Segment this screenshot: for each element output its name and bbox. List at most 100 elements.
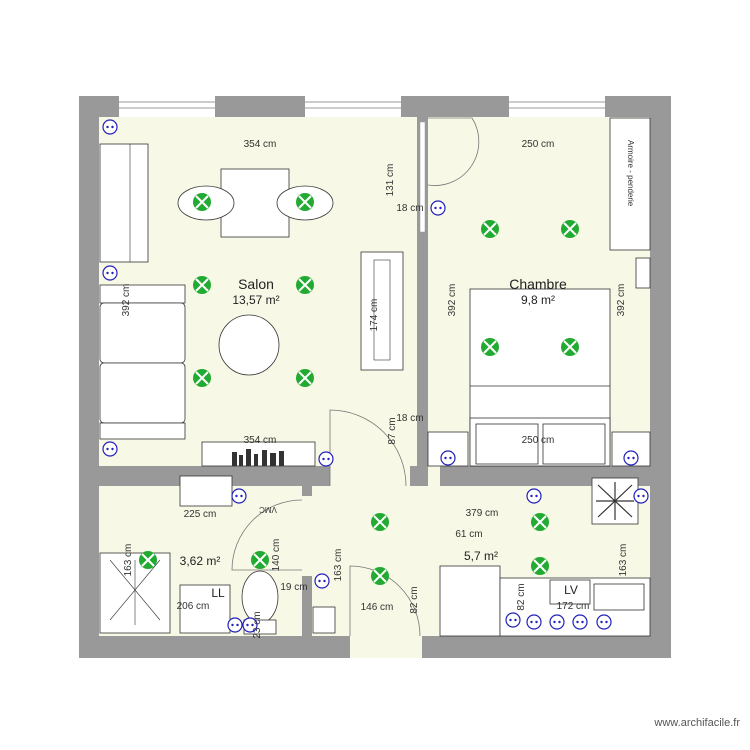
books <box>232 449 284 466</box>
dim-hall-82: 82 cm <box>409 586 420 613</box>
window-right <box>509 96 605 117</box>
socket-icon <box>430 200 446 216</box>
dim-kit-82: 82 cm <box>516 583 527 610</box>
pillow-2 <box>542 423 606 465</box>
dim-bath-163: 163 cm <box>123 544 134 577</box>
tv-screen <box>373 259 391 361</box>
dim-hall-163: 163 cm <box>333 549 344 582</box>
dim-chambre-right: 392 cm <box>616 284 627 317</box>
socket-icon <box>596 614 612 630</box>
socket-icon <box>440 450 456 466</box>
room-area-chambre: 9,8 m² <box>521 293 555 307</box>
ceiling-light-icon <box>193 276 211 294</box>
door-entry-arc <box>349 565 421 637</box>
ceiling-light-icon <box>481 338 499 356</box>
ceiling-light-icon <box>296 276 314 294</box>
dim-bath-23: 23 cm <box>252 611 263 638</box>
ceiling-light-icon <box>531 557 549 575</box>
dim-87: 87 cm <box>387 417 398 444</box>
dim-kit-61: 61 cm <box>455 529 482 540</box>
door-chambre-arc <box>427 117 480 186</box>
socket-icon <box>102 119 118 135</box>
socket-icon <box>314 573 330 589</box>
door-gap-bath <box>302 496 312 576</box>
wardrobe-label: Armoire - penderie <box>626 140 635 207</box>
wardrobe <box>609 117 651 251</box>
washing-machine <box>179 584 231 634</box>
ceiling-light-icon <box>481 220 499 238</box>
dim-18-top: 18 cm <box>396 203 423 214</box>
ceiling-light-icon <box>251 551 269 569</box>
sofa-base <box>99 422 186 440</box>
coffee-table <box>218 314 280 376</box>
dishwasher <box>549 579 591 605</box>
dim-bath-19: 19 cm <box>280 582 307 593</box>
sofa-back <box>99 284 186 304</box>
dim-131: 131 cm <box>385 164 396 197</box>
door-bath-arc <box>231 499 303 571</box>
ceiling-light-icon <box>371 513 389 531</box>
ceiling-light-icon <box>561 338 579 356</box>
room-area-kitchen: 5,7 m² <box>464 549 498 563</box>
washbasin <box>179 475 233 507</box>
ceiling-light-icon <box>371 567 389 585</box>
socket-icon <box>623 450 639 466</box>
socket-icon <box>505 612 521 628</box>
dim-chambre-left: 392 cm <box>447 284 458 317</box>
salon-cabinet <box>99 143 149 263</box>
door-gap-chambre <box>428 466 440 486</box>
dim-kit-163: 163 cm <box>618 544 629 577</box>
dim-bath-140: 140 cm <box>271 539 282 572</box>
socket-icon <box>633 488 649 504</box>
socket-icon <box>572 614 588 630</box>
socket-icon <box>102 265 118 281</box>
entry-recess <box>350 636 422 658</box>
sink <box>593 583 645 611</box>
pillow-1 <box>475 423 539 465</box>
dim-salon-top: 354 cm <box>244 139 277 150</box>
sockets <box>102 119 649 633</box>
lights <box>139 193 579 585</box>
sofa-seat-1 <box>99 302 186 364</box>
window-middle <box>305 96 401 117</box>
ceiling-light-icon <box>193 193 211 211</box>
ceiling-light-icon <box>531 513 549 531</box>
door-gap-salon <box>330 466 410 486</box>
watermark: www.archifacile.fr <box>653 717 740 729</box>
dim-salon-left: 392 cm <box>121 284 132 317</box>
socket-icon <box>526 488 542 504</box>
inner-wall-window <box>419 121 426 233</box>
dim-18-bottom: 18 cm <box>396 413 423 424</box>
sofa-seat-2 <box>99 362 186 424</box>
radiator <box>635 257 651 289</box>
socket-icon <box>526 614 542 630</box>
dim-kit-172: 172 cm <box>557 601 590 612</box>
ceiling-light-icon <box>193 369 211 387</box>
dim-chambre-top: 250 cm <box>522 139 555 150</box>
ceiling-light-icon <box>139 551 157 569</box>
dim-kit-379: 379 cm <box>466 508 499 519</box>
vmc-label: VMC <box>259 505 277 514</box>
ceiling-light-icon <box>296 369 314 387</box>
ll-label: LL <box>211 586 225 600</box>
dim-174: 174 cm <box>369 299 380 332</box>
door-salon-arc <box>329 409 407 487</box>
dim-bath-206: 206 cm <box>177 601 210 612</box>
closet-niche <box>439 565 501 637</box>
room-area-bath: 3,62 m² <box>180 554 221 568</box>
dim-bath-225: 225 cm <box>184 509 217 520</box>
ceiling-light-icon <box>296 193 314 211</box>
shower-lines <box>109 559 161 625</box>
wall-salon-chambre-bottom <box>417 392 428 466</box>
socket-icon <box>549 614 565 630</box>
room-name-chambre: Chambre <box>509 276 567 292</box>
room-name-salon: Salon <box>238 276 274 292</box>
dim-chambre-bottom: 250 cm <box>522 435 555 446</box>
ceiling-light-icon <box>561 220 579 238</box>
room-area-salon: 13,57 m² <box>232 293 279 307</box>
dim-hall-146: 146 cm <box>361 602 394 613</box>
socket-icon <box>102 441 118 457</box>
socket-icon <box>227 617 243 633</box>
bookshelf <box>201 441 316 467</box>
